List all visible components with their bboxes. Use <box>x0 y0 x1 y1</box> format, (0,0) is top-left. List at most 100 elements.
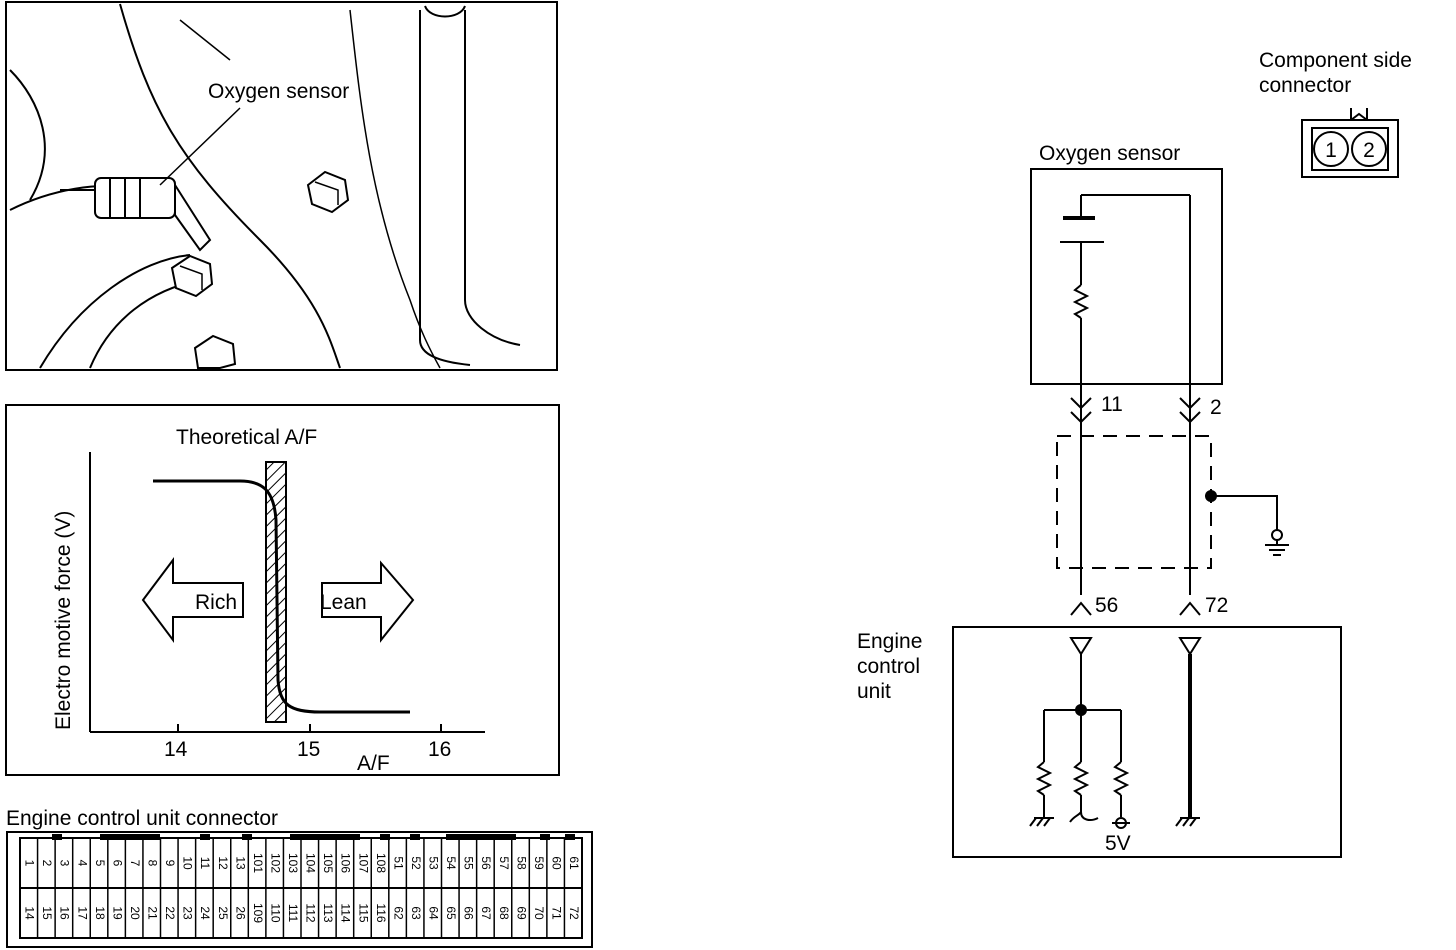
engine-control-unit-box <box>952 626 1342 858</box>
supply-terminal-icon <box>1112 817 1130 829</box>
connector-pin-label: 1 <box>1325 139 1337 162</box>
connector-pin-number: 70 <box>532 906 546 920</box>
connector-pin-number: 4 <box>75 860 89 867</box>
connector-pin-label: 2 <box>1363 139 1375 162</box>
connector-pin-number: 18 <box>93 906 107 920</box>
oxygen-sensor-box <box>1030 168 1223 385</box>
y-axis-label: Electro motive force (V) <box>52 511 75 730</box>
connector-pin-number: 23 <box>181 906 195 920</box>
connector-pin-number: 2 <box>40 860 54 867</box>
circuit-sensor-label: Oxygen sensor <box>1039 142 1180 165</box>
chassis-ground-icon <box>1175 817 1200 827</box>
connector-pin-number: 54 <box>444 856 458 870</box>
connector-pin-number: 5 <box>93 860 107 867</box>
oxygen-sensor-illustration: Oxygen sensor <box>5 1 558 371</box>
connector-pin-number: 107 <box>356 853 370 873</box>
connector-pin-number: 1 <box>23 860 37 867</box>
connector-pin-number: 106 <box>339 853 353 873</box>
connector-pin-number: 55 <box>462 856 476 870</box>
connector-pin-number: 24 <box>198 906 212 920</box>
connector-pin-number: 56 <box>479 856 493 870</box>
connector-pin-number: 69 <box>514 906 528 920</box>
pin-chevron-icon <box>1179 397 1201 424</box>
sensor-resistor-icon <box>1072 284 1090 319</box>
connector-pin-number: 104 <box>304 853 318 873</box>
connector-pin-number: 20 <box>128 906 142 920</box>
connector-pin-number: 61 <box>567 856 581 870</box>
connector-pin-number: 9 <box>163 860 177 867</box>
connector-pin-number: 105 <box>321 853 335 873</box>
connector-pin-number: 114 <box>339 903 353 922</box>
connector-pin-number: 59 <box>532 856 546 870</box>
ecu-label-line3: unit <box>857 680 891 703</box>
connector-pin-1 <box>1313 131 1349 167</box>
connector-pin-number: 57 <box>497 856 511 870</box>
ecu-label-line2: control <box>857 655 920 678</box>
rich-arrow-icon <box>141 557 244 643</box>
ecu-connector-title: Engine control unit connector <box>6 807 278 830</box>
connector-pin-number: 108 <box>374 853 388 873</box>
connector-pin-number: 109 <box>251 903 265 923</box>
switch-contact-icon <box>1069 795 1099 823</box>
connector-pin-number: 66 <box>462 906 476 920</box>
connector-pin-number: 11 <box>198 857 212 870</box>
nut-icon <box>170 254 214 298</box>
tick-label: 14 <box>164 738 188 761</box>
connector-pin-number: 7 <box>128 860 142 867</box>
connector-pin-number: 15 <box>40 906 54 920</box>
component-connector-label-line1: Component side <box>1259 49 1412 72</box>
x-axis-label: A/F <box>357 752 390 775</box>
pin-chevron-icon <box>1070 397 1092 424</box>
connector-pin-number: 71 <box>549 906 563 920</box>
ecu-label-line1: Engine <box>857 630 922 653</box>
connector-pin-number: 112 <box>304 903 318 922</box>
sensor-pin-left: 11 <box>1101 393 1123 416</box>
ecu-pin-left: 56 <box>1095 594 1118 617</box>
pin-fork-icon <box>1070 601 1092 616</box>
connector-pin-number: 6 <box>110 860 124 867</box>
connector-pin-number: 60 <box>549 856 563 870</box>
connector-pin-number: 13 <box>233 856 247 870</box>
circuit-schematic: Oxygen sensor 11 2 56 7 <box>857 142 1342 858</box>
connector-pin-number: 111 <box>286 904 300 923</box>
connector-pin-number: 67 <box>479 906 493 920</box>
nut-icon <box>306 170 350 214</box>
connector-pin-number: 110 <box>268 903 282 922</box>
connector-pin-number: 3 <box>58 860 72 867</box>
connector-pin-number: 52 <box>409 856 423 870</box>
resistor-icon <box>1072 761 1090 796</box>
connector-pin-number: 53 <box>427 856 441 870</box>
input-triangle-icon <box>1178 637 1202 656</box>
resistor-icon <box>1035 761 1053 796</box>
connector-pin-number: 65 <box>444 906 458 920</box>
connector-pin-number: 17 <box>75 906 89 920</box>
connector-pin-number: 103 <box>286 853 300 873</box>
connector-pin-number: 14 <box>23 906 37 920</box>
connector-pin-2 <box>1351 131 1387 167</box>
connector-pin-number: 113 <box>321 903 335 922</box>
af-graph: Theoretical A/F Electro motive force (V)… <box>5 404 560 776</box>
connector-pin-number: 16 <box>58 906 72 920</box>
connector-pin-number: 8 <box>146 860 160 867</box>
resistor-icon <box>1112 761 1130 796</box>
input-triangle-icon <box>1069 637 1093 656</box>
ground-icon <box>1265 529 1289 556</box>
connector-pin-number: 10 <box>181 856 195 870</box>
emf-curve <box>153 479 410 714</box>
connector-pin-number: 63 <box>409 906 423 920</box>
lean-arrow-icon <box>321 560 415 643</box>
connector-pin-number: 19 <box>110 906 124 920</box>
connector-pin-number: 21 <box>146 906 160 920</box>
connector-pin-number: 116 <box>374 903 388 922</box>
connector-pin-number: 12 <box>216 856 230 870</box>
tick-label: 15 <box>297 738 320 761</box>
graph-title: Theoretical A/F <box>176 426 317 449</box>
connector-pin-number: 62 <box>391 906 405 920</box>
connector-pin-number: 68 <box>497 906 511 920</box>
tick-label: 16 <box>428 738 451 761</box>
connector-pin-number: 25 <box>216 906 230 920</box>
